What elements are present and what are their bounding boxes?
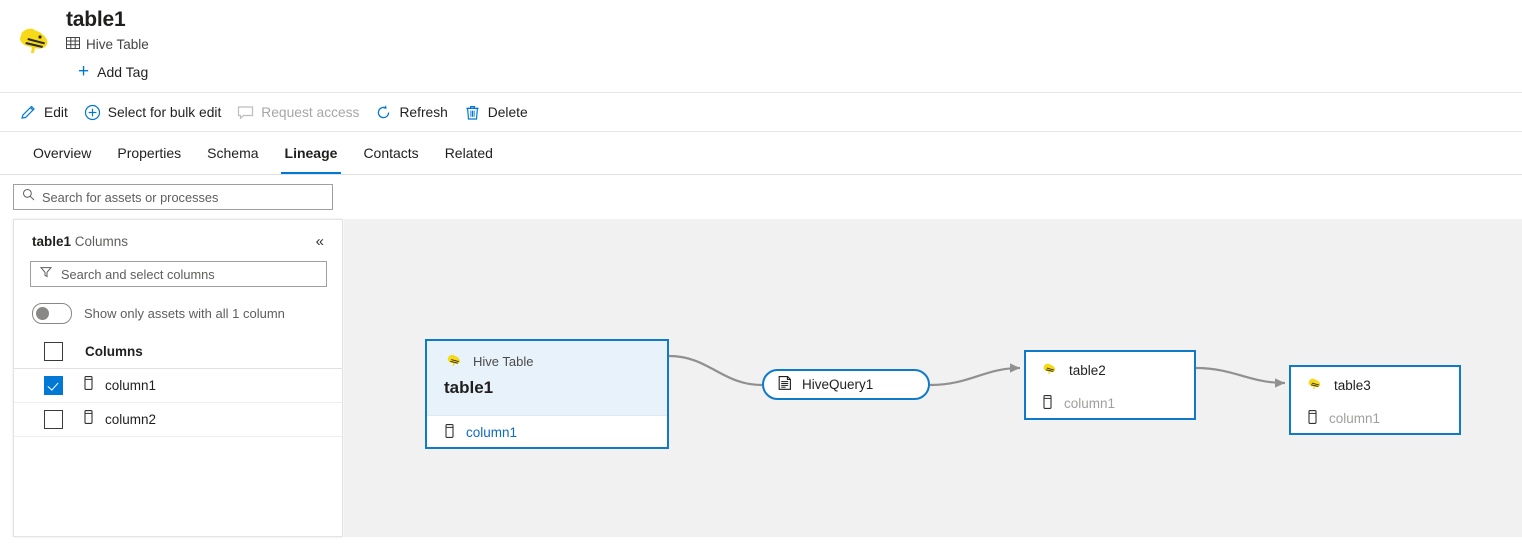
header-text-block: table1 Hive Table + Add Tag [66, 6, 149, 82]
list-item[interactable]: column2 [14, 403, 342, 437]
tab-related[interactable]: Related [432, 132, 506, 174]
hive-elephant-logo-icon [444, 351, 464, 372]
lineage-canvas[interactable]: Hive Table table1 column1 [344, 219, 1522, 537]
lineage-node-table2-column: column1 [1026, 388, 1194, 418]
column2-label: column2 [105, 412, 157, 427]
lineage-node-table2-column-label: column1 [1064, 395, 1116, 411]
columns-list: Columns column1 [14, 334, 342, 437]
asset-type-label: Hive Table [86, 37, 149, 52]
lineage-node-table1-type: Hive Table [444, 351, 667, 372]
lineage-node-table3-column-label: column1 [1329, 410, 1381, 426]
tab-properties-label: Properties [117, 145, 182, 161]
show-only-assets-toggle[interactable] [32, 303, 72, 324]
column-icon [1307, 409, 1318, 427]
delete-label: Delete [487, 104, 528, 120]
select-all-columns-checkbox[interactable] [44, 341, 63, 361]
tab-related-label: Related [444, 145, 493, 161]
lineage-node-table1-column[interactable]: column1 [427, 415, 667, 448]
lineage-node-table2-name: table2 [1069, 362, 1106, 378]
command-bar: Edit Select for bulk edit Request access [0, 92, 1522, 132]
hive-elephant-logo-icon [1305, 375, 1324, 395]
tab-contacts-label: Contacts [363, 145, 419, 161]
columns-panel-header: table1 Columns « [14, 220, 342, 253]
toggle-knob [36, 307, 49, 320]
lineage-node-table2-title-row: table2 [1026, 352, 1194, 388]
show-only-assets-toggle-row: Show only assets with all 1 column [32, 303, 342, 324]
column-icon [444, 423, 455, 441]
tab-overview[interactable]: Overview [20, 132, 104, 174]
search-icon [22, 188, 35, 206]
lineage-node-table1-header: Hive Table table1 [427, 341, 667, 415]
request-access-label: Request access [261, 104, 360, 120]
plus-icon: + [78, 61, 90, 82]
column-search-input[interactable]: Search and select columns [30, 261, 327, 287]
column-icon [83, 376, 94, 395]
filter-icon [39, 265, 53, 283]
lineage-node-table3-title-row: table3 [1291, 367, 1459, 403]
request-access-button: Request access [233, 93, 371, 131]
column-search-placeholder: Search and select columns [61, 266, 215, 282]
circle-plus-icon [84, 104, 101, 121]
lineage-node-hivequery1[interactable]: HiveQuery1 [762, 369, 930, 400]
hive-elephant-logo-icon [1040, 360, 1059, 380]
lineage-node-table1-name: table1 [444, 378, 494, 397]
columns-panel-asset-name: table1 [32, 234, 72, 249]
add-tag-label: Add Tag [97, 64, 149, 80]
tab-contacts[interactable]: Contacts [350, 132, 431, 174]
refresh-label: Refresh [399, 104, 448, 120]
column2-checkbox[interactable] [44, 410, 63, 429]
process-document-icon [777, 375, 793, 394]
lineage-node-table3[interactable]: table3 column1 [1289, 365, 1461, 435]
search-placeholder: Search for assets or processes [42, 189, 219, 205]
lineage-node-table1[interactable]: Hive Table table1 column1 [425, 339, 669, 449]
edit-label: Edit [44, 104, 68, 120]
delete-button[interactable]: Delete [460, 93, 540, 131]
lineage-node-hivequery1-label: HiveQuery1 [802, 377, 874, 392]
tab-bar: Overview Properties Schema Lineage Conta… [0, 132, 1522, 175]
page-title: table1 [66, 8, 126, 31]
tab-schema-label: Schema [207, 145, 259, 161]
tab-properties[interactable]: Properties [104, 132, 194, 174]
columns-panel-title: table1 Columns [32, 234, 128, 249]
column1-checkbox[interactable] [44, 376, 63, 395]
lineage-node-table3-column: column1 [1291, 403, 1459, 433]
tab-lineage-label: Lineage [284, 145, 338, 161]
show-only-assets-toggle-label: Show only assets with all 1 column [84, 306, 285, 321]
columns-panel-title-suffix: Columns [71, 234, 129, 249]
pencil-icon [20, 104, 37, 121]
tab-schema[interactable]: Schema [194, 132, 271, 174]
lineage-body: table1 Columns « Search and select colum… [0, 219, 1522, 537]
asset-type-row: Hive Table [66, 36, 149, 53]
add-tag-button[interactable]: + Add Tag [78, 61, 149, 82]
lineage-edges [668, 354, 1286, 388]
list-item[interactable]: column1 [14, 369, 342, 403]
comment-icon [237, 104, 254, 121]
hive-elephant-logo-icon [12, 20, 56, 64]
select-for-bulk-edit-label: Select for bulk edit [107, 104, 222, 120]
lineage-search-row: Search for assets or processes [0, 175, 1522, 219]
column-icon [1042, 394, 1053, 412]
lineage-node-table1-type-label: Hive Table [473, 354, 534, 369]
tab-lineage[interactable]: Lineage [272, 132, 351, 174]
tab-overview-label: Overview [33, 145, 92, 161]
columns-list-header-row: Columns [14, 334, 342, 369]
search-input[interactable]: Search for assets or processes [13, 184, 333, 210]
lineage-node-table3-name: table3 [1334, 377, 1371, 393]
refresh-icon [375, 104, 392, 121]
select-for-bulk-edit-button[interactable]: Select for bulk edit [80, 93, 234, 131]
refresh-button[interactable]: Refresh [371, 93, 459, 131]
lineage-node-table2[interactable]: table2 column1 [1024, 350, 1196, 420]
column-icon [83, 410, 94, 429]
columns-panel: table1 Columns « Search and select colum… [13, 219, 343, 537]
edit-button[interactable]: Edit [16, 93, 80, 131]
page-header: table1 Hive Table + Add Tag [0, 0, 1522, 92]
lineage-node-table1-column-label: column1 [466, 424, 518, 440]
table-grid-icon [66, 36, 80, 53]
columns-header-label: Columns [85, 343, 143, 359]
column1-label: column1 [105, 378, 157, 393]
double-chevron-left-icon[interactable]: « [315, 233, 324, 250]
trash-icon [464, 104, 481, 121]
